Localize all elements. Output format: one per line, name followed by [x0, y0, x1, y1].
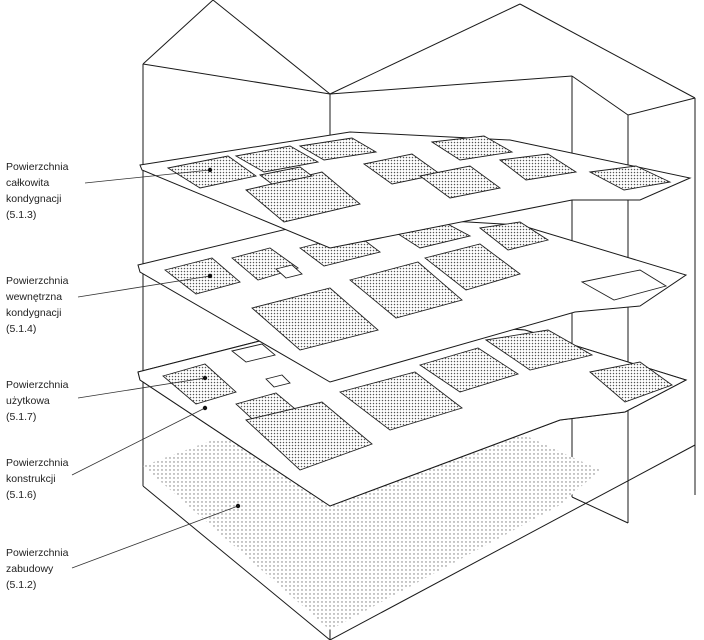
label-line: wewnętrzna: [5, 291, 62, 303]
label-line: Powierzchnia: [6, 379, 69, 391]
label-line: (5.1.4): [6, 323, 36, 335]
label-calkowita: Powierzchnia całkowita kondygnacji (5.1.…: [6, 161, 69, 221]
label-zabudowy: Powierzchnia zabudowy (5.1.2): [6, 547, 69, 591]
label-line: konstrukcji: [6, 473, 56, 485]
label-line: (5.1.6): [6, 489, 36, 501]
label-line: Powierzchnia: [6, 161, 69, 173]
label-line: kondygnacji: [6, 193, 61, 205]
label-line: (5.1.2): [6, 579, 36, 591]
leader-dot: [235, 503, 241, 509]
label-line: Powierzchnia: [6, 457, 69, 469]
label-line: (5.1.7): [6, 411, 36, 423]
leader-dot: [207, 167, 213, 173]
ground-footprint: [143, 410, 600, 630]
label-line: użytkowa: [6, 395, 50, 407]
label-line: Powierzchnia: [6, 547, 69, 559]
label-konstrukcji: Powierzchnia konstrukcji (5.1.6): [6, 457, 69, 501]
label-line: zabudowy: [6, 563, 54, 575]
label-line: kondygnacji: [6, 307, 61, 319]
leader-dot: [202, 405, 208, 411]
label-line: całkowita: [6, 177, 49, 189]
label-wewnetrzna: Powierzchnia wewnętrzna kondygnacji (5.1…: [5, 275, 69, 335]
label-line: Powierzchnia: [6, 275, 69, 287]
leader-dot: [202, 375, 208, 381]
label-uzytkowa: Powierzchnia użytkowa (5.1.7): [6, 379, 69, 423]
leader-lines: [71, 167, 241, 569]
floor-slab-upper: [139, 131, 692, 249]
label-line: (5.1.3): [6, 209, 36, 221]
leader-dot: [207, 273, 213, 279]
floor-slab-lower: [137, 317, 688, 507]
